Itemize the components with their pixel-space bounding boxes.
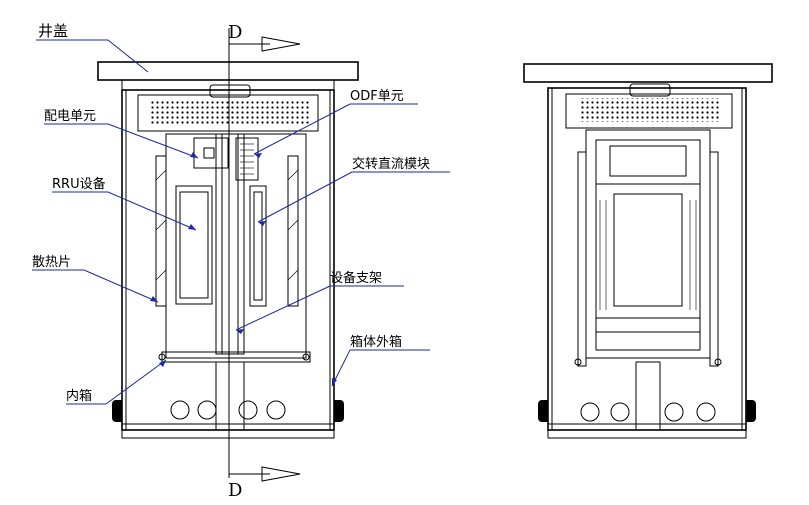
side-inner-box xyxy=(585,129,711,359)
label-heatsink: 散热片 xyxy=(32,255,71,270)
heatsink-right xyxy=(287,155,299,307)
side-view xyxy=(523,63,773,439)
heatsink-left xyxy=(155,155,167,307)
leader-lines xyxy=(32,39,450,405)
label-inner-box: 内箱 xyxy=(66,388,92,404)
label-odf: ODF单元 xyxy=(350,89,404,104)
front-view: D D xyxy=(97,22,359,501)
rru-unit xyxy=(175,185,213,305)
cover-lid xyxy=(97,61,359,81)
side-cover-lid xyxy=(523,63,773,83)
label-outer-box: 箱体外箱 xyxy=(350,334,402,350)
label-cover: 井盖 xyxy=(38,22,68,40)
label-acdc: 交转直流模块 xyxy=(352,156,430,172)
power-unit xyxy=(193,137,229,169)
side-rack xyxy=(595,139,701,351)
section-mark-bottom: D xyxy=(228,480,242,501)
label-power-unit: 配电单元 xyxy=(44,109,96,124)
odf-unit xyxy=(235,137,259,181)
section-mark-top: D xyxy=(228,22,242,43)
rack-column xyxy=(215,133,245,355)
label-rack: 设备支架 xyxy=(330,270,382,286)
label-rru: RRU设备 xyxy=(52,176,106,192)
acdc-module xyxy=(249,185,267,307)
